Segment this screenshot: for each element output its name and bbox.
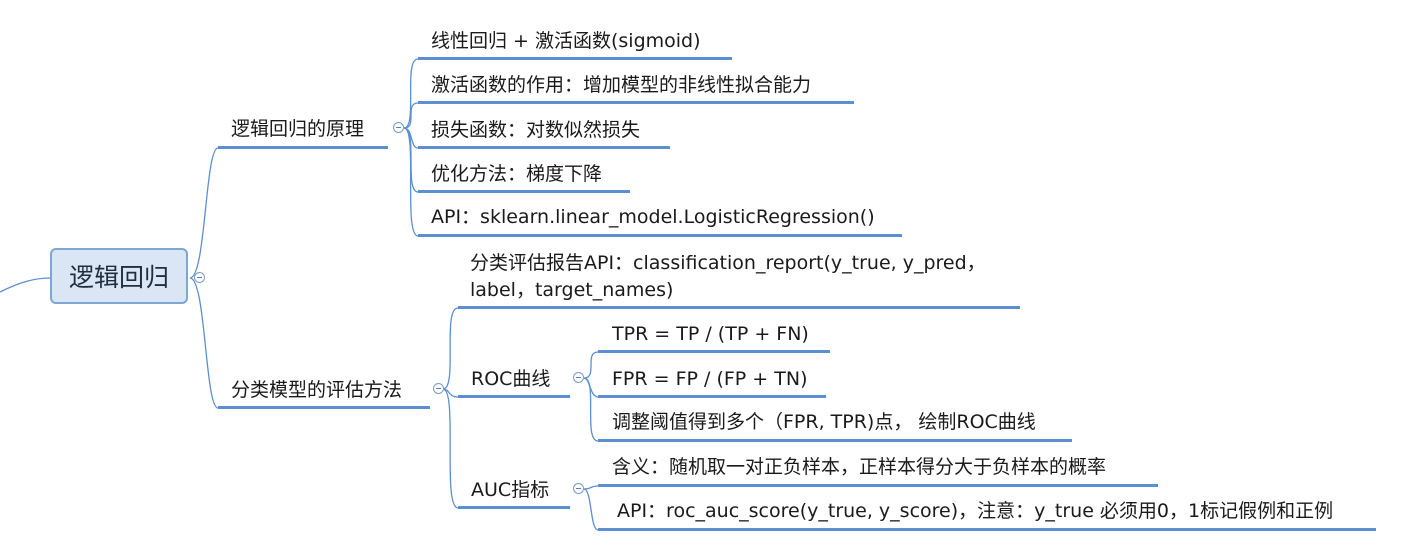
collapse-principle-icon[interactable]: [393, 122, 404, 133]
roc-item-fpr-underline: [598, 395, 826, 398]
report-text-line-2[interactable]: label，target_names): [470, 279, 674, 301]
collapse-auc-icon[interactable]: [573, 483, 584, 494]
evaluation-node-underline: [218, 406, 430, 409]
auc-item-api[interactable]: API：roc_auc_score(y_true, y_score)，注意：y_…: [617, 500, 1334, 522]
roc-item-tpr[interactable]: TPR = TP / (TP + FN): [612, 323, 809, 345]
principle-item-3[interactable]: 损失函数：对数似然损失: [431, 119, 641, 141]
collapse-evaluation-icon[interactable]: [433, 383, 444, 394]
auc-item-api-underline: [598, 528, 1376, 531]
principle-item-3-underline: [418, 146, 670, 149]
roc-item-fpr[interactable]: FPR = FP / (FP + TN): [612, 368, 808, 390]
roc-item-threshold-underline: [598, 439, 1072, 442]
collapse-root-icon[interactable]: [194, 272, 205, 283]
principle-item-2[interactable]: 激活函数的作用：增加模型的非线性拟合能力: [431, 74, 812, 96]
principle-node-label[interactable]: 逻辑回归的原理: [231, 118, 365, 140]
auc-node-underline: [458, 506, 570, 509]
auc-item-meaning-underline: [598, 484, 1158, 487]
principle-item-5-underline: [418, 234, 902, 237]
root-node[interactable]: 逻辑回归: [50, 248, 188, 304]
principle-item-1-underline: [418, 57, 732, 60]
principle-item-4[interactable]: 优化方法：梯度下降: [431, 163, 603, 185]
principle-node-underline: [218, 146, 388, 149]
roc-item-tpr-underline: [598, 350, 830, 353]
auc-item-meaning[interactable]: 含义：随机取一对正负样本，正样本得分大于负样本的概率: [612, 456, 1107, 478]
collapse-roc-icon[interactable]: [573, 372, 584, 383]
report-underline: [458, 306, 1020, 309]
auc-node-label[interactable]: AUC指标: [471, 479, 550, 501]
principle-item-2-underline: [418, 101, 854, 104]
principle-item-4-underline: [418, 190, 630, 193]
roc-node-underline: [458, 395, 570, 398]
roc-node-label[interactable]: ROC曲线: [471, 368, 551, 390]
root-label: 逻辑回归: [68, 263, 169, 292]
evaluation-node-label[interactable]: 分类模型的评估方法: [231, 379, 403, 401]
principle-item-1[interactable]: 线性回归 + 激活函数(sigmoid): [431, 30, 701, 52]
report-text-line-1[interactable]: 分类评估报告API：classification_report(y_true, …: [470, 252, 986, 274]
principle-item-5[interactable]: API：sklearn.linear_model.LogisticRegress…: [431, 206, 875, 228]
roc-item-threshold[interactable]: 调整阈值得到多个（FPR, TPR)点， 绘制ROC曲线: [612, 411, 1036, 433]
